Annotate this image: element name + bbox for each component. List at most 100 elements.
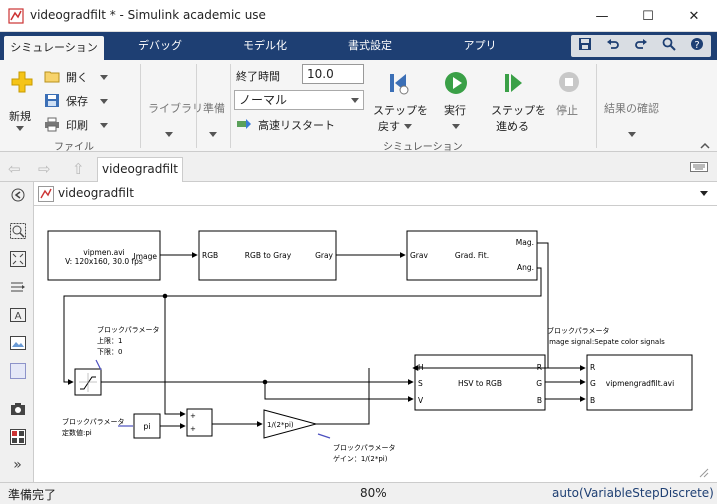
tab-simulation[interactable]: シミュレーション (4, 36, 104, 60)
tab-format[interactable]: 書式設定 (348, 39, 392, 52)
print-button[interactable]: 印刷 (44, 116, 108, 134)
model-icon (38, 186, 54, 202)
gain-block[interactable]: 1/(2*pi) (263, 409, 318, 439)
sat-note-line2: 上限：1 (97, 336, 122, 345)
tab-debug[interactable]: デバッグ (138, 39, 182, 52)
prepare-dropdown-arrow[interactable] (209, 132, 217, 137)
sat-note-line1: ブロックパラメータ (97, 325, 159, 334)
back-arrow-icon[interactable]: ⇦ (8, 160, 21, 178)
address-text: videogradfilt (58, 186, 134, 200)
saturation-annotation[interactable]: ブロックパラメータ 上限：1 下限：0 (97, 325, 159, 356)
up-arrow-icon[interactable]: ⇧ (72, 160, 85, 178)
address-dropdown-arrow[interactable] (700, 191, 708, 196)
run-icon (445, 72, 467, 94)
constant-annotation[interactable]: ブロックパラメータ 定数値:pi (62, 417, 124, 437)
address-bar[interactable]: videogradfilt (34, 182, 717, 206)
save-label: 保存 (66, 95, 88, 108)
help-icon[interactable]: ? (690, 37, 704, 55)
fast-restart-toggle[interactable]: 高速リスタート (236, 116, 356, 134)
rgb2gray-out: Gray (315, 251, 333, 260)
rgb2gray-in: RGB (202, 251, 218, 260)
source-block[interactable]: vipmen.avi V: 120x160, 30.0 fps Image (47, 230, 161, 281)
hsv-to-rgb-block[interactable]: HSV to RGB H S V R G B (414, 354, 546, 411)
redo-icon[interactable] (634, 37, 648, 55)
simulation-group-caption: シミュレーション (383, 142, 463, 153)
solver-status[interactable]: auto(VariableStepDiscrete) (552, 486, 714, 500)
saturation-block[interactable] (74, 368, 102, 396)
tab-modeling[interactable]: モデル化 (243, 39, 287, 52)
maximize-button[interactable]: ☐ (642, 8, 654, 24)
sum-sign-2: + (190, 425, 196, 433)
save-dropdown-arrow[interactable] (100, 99, 108, 104)
review-results-dropdown-arrow[interactable] (628, 132, 636, 137)
prepare-button[interactable]: 準備 (203, 102, 225, 115)
search-icon[interactable] (662, 37, 676, 55)
more-tools-icon[interactable]: » (13, 456, 22, 473)
grad-filter-block[interactable]: Grad. Fit. Grav Mag. Ang. (406, 230, 538, 281)
ribbon-collapse-icon[interactable] (700, 138, 710, 149)
minimize-button[interactable]: — (595, 8, 609, 24)
camera-icon[interactable] (9, 400, 26, 417)
save-button[interactable]: 保存 (44, 92, 108, 110)
new-button[interactable]: 新規 (6, 68, 38, 123)
library-button[interactable]: ライブラリ (148, 102, 203, 115)
open-button[interactable]: 開く (44, 68, 108, 86)
print-dropdown-arrow[interactable] (100, 123, 108, 128)
hide-browser-icon[interactable] (9, 186, 26, 203)
image-icon[interactable] (9, 334, 26, 351)
forward-arrow-icon[interactable]: ⇨ (38, 160, 51, 178)
model-canvas[interactable]: vipmen.avi V: 120x160, 30.0 fps Image RG… (34, 206, 717, 482)
new-dropdown-arrow[interactable] (16, 126, 24, 131)
zoom-level[interactable]: 80% (360, 486, 387, 500)
signal-routing-icon[interactable] (9, 278, 26, 295)
model-tab[interactable]: videogradfilt (97, 157, 183, 182)
stop-button[interactable]: 停止 (552, 66, 586, 126)
sink-annotation[interactable]: ブロックパラメータ Image signal:Sepate color sign… (547, 326, 665, 346)
ribbon-separator (196, 64, 197, 148)
rgb-to-gray-block[interactable]: RGB to Gray RGB Gray (198, 230, 337, 281)
annotation-icon[interactable]: A (9, 306, 26, 323)
model-browser-icon[interactable] (9, 428, 26, 445)
tab-apps[interactable]: アプリ (463, 39, 497, 52)
sim-mode-dropdown-arrow[interactable] (351, 98, 359, 103)
sat-note-line3: 下限：0 (97, 347, 122, 356)
branch-point (262, 379, 268, 385)
resize-grip-icon[interactable] (699, 468, 709, 478)
source-out-port: Image (134, 252, 158, 261)
stop-time-input[interactable]: 10.0 (302, 64, 364, 84)
fit-to-view-icon[interactable] (9, 250, 26, 267)
step-forward-button[interactable]: ステップを 進める (488, 66, 546, 144)
sum-block[interactable]: + + (186, 408, 213, 437)
left-toolbar: A » (0, 182, 34, 482)
printer-icon (45, 117, 59, 132)
sink-in-r: R (590, 363, 595, 372)
svg-text:?: ? (694, 40, 699, 51)
undo-icon[interactable] (606, 37, 620, 55)
video-sink-block[interactable]: vipmengradfilt.avi R G B (586, 354, 693, 411)
run-button[interactable]: 実行 (436, 66, 476, 144)
keyboard-icon[interactable] (690, 162, 708, 172)
run-dropdown-arrow[interactable] (452, 124, 460, 129)
close-button[interactable]: ✕ (688, 8, 700, 24)
step-forward-icon (505, 74, 522, 92)
stop-label: 停止 (556, 104, 578, 117)
step-back-icon (390, 74, 409, 95)
gradfilt-title: Grad. Fit. (455, 251, 489, 260)
svg-text:A: A (14, 311, 21, 322)
zoom-in-icon[interactable] (9, 222, 26, 239)
library-dropdown-arrow[interactable] (165, 132, 173, 137)
sim-mode-select[interactable]: ノーマル (234, 90, 364, 110)
review-results-button[interactable]: 結果の確認 (604, 102, 659, 115)
step-back-dropdown-arrow[interactable] (404, 124, 412, 129)
open-dropdown-arrow[interactable] (100, 75, 108, 80)
gain-annotation[interactable]: ブロックパラメータ ゲイン：1/(2*pi) (333, 443, 395, 463)
step-back-button[interactable]: ステップを 戻す (370, 66, 428, 144)
area-icon[interactable] (9, 362, 26, 379)
gradfilt-out-mag: Mag. (516, 238, 534, 247)
annotation-connectors (95, 359, 331, 439)
save-icon[interactable] (578, 37, 592, 55)
gain-note-line2: ゲイン：1/(2*pi) (333, 454, 388, 463)
hsv2rgb-title: HSV to RGB (458, 379, 502, 388)
open-label: 開く (66, 71, 88, 84)
constant-block[interactable]: pi (133, 413, 161, 439)
